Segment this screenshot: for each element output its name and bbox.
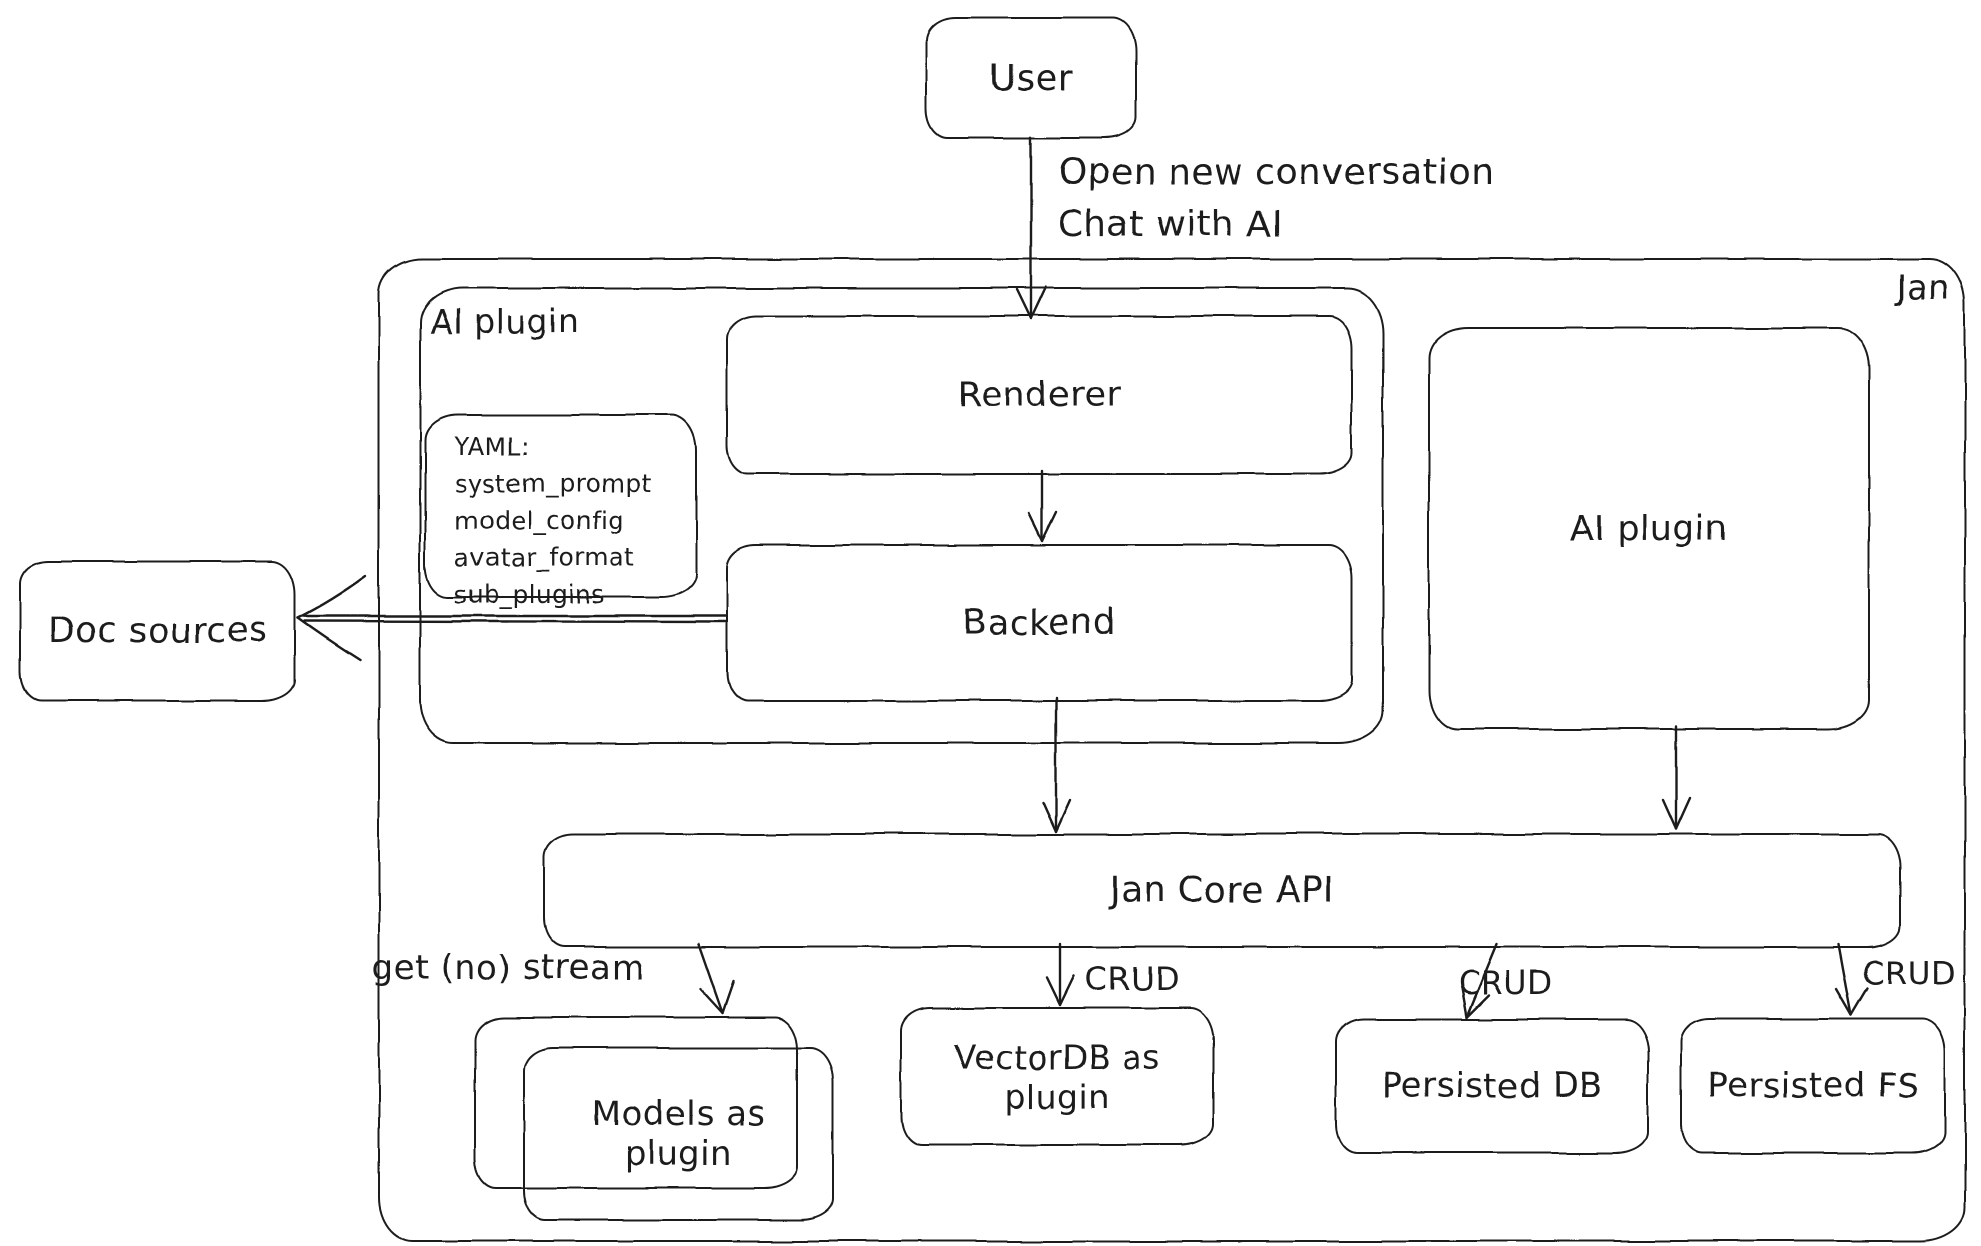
node-user-label: User bbox=[988, 57, 1074, 99]
node-vectordb-label-line1: VectorDB as bbox=[953, 1037, 1161, 1077]
edge-label-crud-persisted-db: CRUD bbox=[1458, 964, 1553, 1002]
edge-label-open-new-conversation: Open new conversation bbox=[1058, 152, 1495, 193]
node-user: User bbox=[925, 17, 1137, 139]
node-backend-label: Backend bbox=[962, 603, 1117, 643]
edge-label-crud-persisted-fs: CRUD bbox=[1862, 954, 1957, 992]
edge-label-crud-vectordb: CRUD bbox=[1085, 960, 1180, 998]
node-persisted-fs-label: Persisted FS bbox=[1706, 1066, 1920, 1106]
node-models-label-line2: plugin bbox=[624, 1134, 733, 1174]
yaml-note-line: avatar_format bbox=[454, 543, 635, 572]
yaml-note-line: system_prompt bbox=[454, 469, 652, 498]
edge-label-get-no-stream: get (no) stream bbox=[372, 948, 645, 988]
node-doc-sources: Doc sources bbox=[19, 560, 296, 702]
node-models-back-box bbox=[474, 1016, 798, 1189]
node-persisted-db: Persisted DB bbox=[1335, 1018, 1649, 1154]
node-renderer: Renderer bbox=[726, 315, 1353, 475]
container-ai-plugin-group bbox=[419, 287, 1384, 744]
node-ai-plugin-label: AI plugin bbox=[1569, 508, 1729, 549]
container-jan bbox=[378, 258, 1966, 1242]
node-models-label-line1: Models as bbox=[591, 1094, 766, 1134]
yaml-note-line: model_config bbox=[454, 506, 625, 535]
node-ai-plugin: AI plugin bbox=[1428, 327, 1870, 730]
yaml-note-line: sub_plugins bbox=[454, 580, 605, 609]
node-persisted-db-label: Persisted DB bbox=[1381, 1066, 1603, 1106]
node-renderer-label: Renderer bbox=[957, 375, 1122, 415]
node-vectordb-label-line2: plugin bbox=[1004, 1076, 1110, 1116]
node-jan-core-api: Jan Core API bbox=[543, 833, 1901, 948]
container-ai-plugin-group-label: AI plugin bbox=[430, 302, 580, 341]
container-jan-label: Jan bbox=[1896, 268, 1950, 308]
node-persisted-fs: Persisted FS bbox=[1680, 1018, 1946, 1154]
node-doc-sources-label: Doc sources bbox=[48, 611, 267, 651]
node-vectordb-as-plugin: VectorDB as plugin bbox=[900, 1007, 1214, 1146]
edge-label-chat-with-ai: Chat with AI bbox=[1058, 204, 1283, 245]
node-yaml-note: YAML: system_prompt model_config avatar_… bbox=[424, 414, 697, 609]
node-models-as-plugin: Models as plugin bbox=[523, 1047, 834, 1221]
yaml-note-title: YAML: bbox=[454, 432, 530, 461]
node-backend: Backend bbox=[726, 544, 1353, 702]
node-jan-core-api-label: Jan Core API bbox=[1109, 870, 1335, 911]
